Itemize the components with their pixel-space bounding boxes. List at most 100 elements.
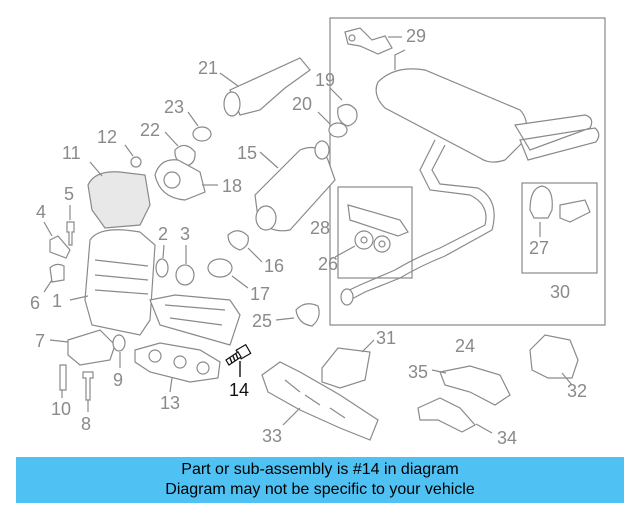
- leader-35: [431, 369, 447, 374]
- leader-13: [169, 377, 173, 393]
- callout-5: 5: [64, 184, 74, 204]
- callout-20: 20: [292, 94, 312, 114]
- gasket-2: [155, 258, 169, 278]
- callout-9: 9: [113, 370, 123, 390]
- callout-13: 13: [160, 393, 180, 413]
- leader-20: [317, 111, 331, 125]
- intermediate-pipe: [344, 139, 487, 293]
- manifold-1: [84, 229, 156, 336]
- leader-16: [247, 247, 263, 263]
- leader-1: [69, 295, 89, 301]
- gasket-13-port-a: [148, 349, 162, 363]
- intermediate-pipe-inner: [349, 144, 495, 301]
- exhaust-manifold: [149, 294, 241, 346]
- leader-11: [89, 161, 103, 177]
- heat-shield-33: [261, 361, 379, 441]
- converter-15-outlet: [314, 140, 330, 160]
- hanger-pipe: [394, 49, 406, 70]
- callout-16: 16: [264, 256, 284, 276]
- callout-17: 17: [250, 284, 270, 304]
- callout-34: 34: [497, 428, 517, 448]
- callout-14: 14: [229, 380, 249, 400]
- leader-32: [561, 372, 573, 386]
- leader-26: [334, 245, 356, 258]
- callout-35: 35: [408, 362, 428, 382]
- nut-12: [130, 156, 142, 168]
- rubber-mount-26b-hub: [378, 240, 386, 248]
- callout-27: 27: [529, 238, 549, 258]
- washer-9: [112, 334, 126, 352]
- leader-12: [124, 144, 134, 157]
- converter-15-inlet: [255, 205, 277, 231]
- callout-25: 25: [252, 311, 272, 331]
- callout-3: 3: [180, 224, 190, 244]
- manifold-1-fins: [94, 259, 149, 295]
- callout-12: 12: [97, 127, 117, 147]
- exhaust-manifold-runners: [164, 304, 226, 326]
- leader-34: [475, 423, 493, 434]
- leader-31: [361, 339, 375, 353]
- callout-21: 21: [198, 58, 218, 78]
- rubber-mount-26a-hub: [360, 236, 368, 244]
- leader-19: [329, 87, 343, 101]
- stud-10: [59, 364, 67, 391]
- leader-6: [43, 279, 53, 293]
- bolt-8: [82, 371, 94, 401]
- flange-18-port: [163, 171, 181, 189]
- rear-exhaust-frame: [329, 17, 606, 326]
- bracket-29-hole: [348, 34, 356, 42]
- leader-15: [259, 151, 279, 169]
- callout-28: 28: [310, 218, 330, 238]
- bracket-30: [559, 199, 591, 223]
- callout-19: 19: [315, 70, 335, 90]
- callout-22: 22: [140, 120, 160, 140]
- rear-muffler: [375, 68, 528, 163]
- callout-29: 29: [406, 26, 426, 46]
- leader-17: [231, 275, 249, 289]
- callout-24: 24: [455, 336, 475, 356]
- leader-33: [282, 407, 301, 426]
- callout-10: 10: [51, 399, 71, 419]
- front-pipe-21-end: [223, 91, 241, 117]
- mount-6: [49, 263, 65, 283]
- gasket-13-port-b: [173, 355, 187, 369]
- callout-2: 2: [158, 224, 168, 244]
- callout-31: 31: [376, 328, 396, 348]
- bracket-28: [347, 204, 409, 237]
- bolt-14-thread-lines: [229, 353, 239, 364]
- pipe-flange-rear: [340, 288, 354, 306]
- info-banner: Part or sub-assembly is #14 in diagram D…: [16, 457, 624, 503]
- bracket-29: [344, 27, 393, 55]
- gasket-17: [207, 258, 233, 278]
- tail-pipes: [514, 114, 600, 161]
- front-pipe-21: [229, 57, 311, 116]
- gasket-23: [192, 126, 212, 142]
- hanger-27: [529, 185, 553, 219]
- callout-4: 4: [36, 202, 46, 222]
- gasket-20: [328, 122, 348, 138]
- leader-22: [164, 131, 179, 147]
- heat-shield-11: [87, 171, 151, 229]
- clamp-16: [227, 230, 249, 251]
- bracket-4: [49, 235, 71, 259]
- callout-labels: 1 2 3 4 5 6 7 8 9 10 11 12 13 14 15 16 1…: [30, 26, 587, 448]
- callout-6: 6: [30, 293, 40, 313]
- exhaust-parts-diagram: 1 2 3 4 5 6 7 8 9 10 11 12 13 14 15 16 1…: [30, 17, 606, 448]
- leader-25: [275, 317, 295, 321]
- banner-line-2: Diagram may not be specific to your vehi…: [165, 481, 475, 498]
- bracket-32: [529, 334, 579, 379]
- leader-7: [49, 339, 69, 343]
- callout-33: 33: [262, 426, 282, 446]
- banner-line-1: Part or sub-assembly is #14 in diagram: [181, 461, 459, 478]
- clamp-25: [295, 303, 320, 327]
- callout-15: 15: [237, 143, 257, 163]
- callout-32: 32: [567, 381, 587, 401]
- callout-11: 11: [62, 143, 81, 163]
- callout-8: 8: [81, 414, 91, 434]
- gasket-13-port-c: [196, 361, 210, 375]
- callout-23: 23: [164, 97, 184, 117]
- heat-shield-33-ribs: [284, 379, 346, 419]
- bracket-group-frame-30: [521, 182, 598, 274]
- heat-shield-35: [439, 365, 511, 406]
- callout-26: 26: [318, 254, 338, 274]
